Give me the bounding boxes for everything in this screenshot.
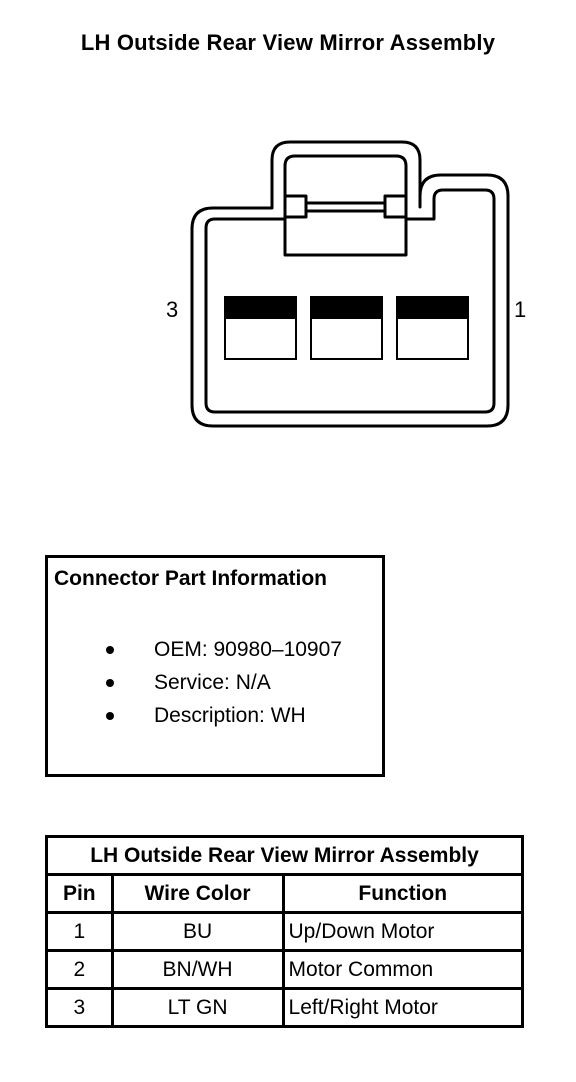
pin-function-table: LH Outside Rear View Mirror Assembly Pin… [45, 835, 525, 1028]
cell-function: Motor Common [281, 949, 525, 990]
header-wire-color: Wire Color [110, 873, 285, 914]
connector-part-info-box: Connector Part Information OEM: 90980–10… [45, 555, 385, 777]
part-info-oem: OEM: 90980–10907 [154, 638, 342, 661]
part-info-description: Description: WH [154, 704, 306, 727]
connector-housing-outer [190, 140, 510, 428]
table-row: 1 BU Up/Down Motor [45, 911, 525, 952]
part-info-service: Service: N/A [154, 671, 271, 694]
terminal-group [224, 296, 469, 360]
bullet-icon [106, 712, 114, 720]
cell-wire-color: BN/WH [110, 949, 285, 990]
cell-pin: 1 [45, 911, 114, 952]
lock-tab-left [283, 194, 308, 219]
connector-latch [283, 154, 408, 257]
terminal-key-band-3 [225, 297, 296, 319]
cell-pin: 2 [45, 949, 114, 990]
cell-wire-color: LT GN [110, 987, 285, 1028]
bullet-icon [106, 679, 114, 687]
pin-label-left: 3 [166, 297, 179, 322]
bullet-icon [106, 646, 114, 654]
cell-function: Up/Down Motor [281, 911, 525, 952]
table-header-row: Pin Wire Color Function [45, 873, 525, 914]
cell-pin: 3 [45, 987, 114, 1028]
connector-face-diagram [190, 140, 510, 428]
cell-wire-color: BU [110, 911, 285, 952]
table-row: 3 LT GN Left/Right Motor [45, 987, 525, 1028]
table-row: 2 BN/WH Motor Common [45, 949, 525, 990]
header-function: Function [281, 873, 525, 914]
page-title: LH Outside Rear View Mirror Assembly [80, 30, 496, 55]
connector-housing-inner [204, 188, 496, 414]
cell-function: Left/Right Motor [281, 987, 525, 1028]
lock-tab-right [383, 194, 408, 219]
table-caption-row: LH Outside Rear View Mirror Assembly [45, 835, 524, 876]
terminal-key-band-1 [397, 297, 468, 319]
pin-label-right: 1 [514, 297, 527, 322]
header-pin: Pin [45, 873, 114, 914]
part-info-heading: Connector Part Information [54, 567, 328, 590]
terminal-key-band-2 [311, 297, 382, 319]
table-caption: LH Outside Rear View Mirror Assembly [45, 835, 524, 876]
